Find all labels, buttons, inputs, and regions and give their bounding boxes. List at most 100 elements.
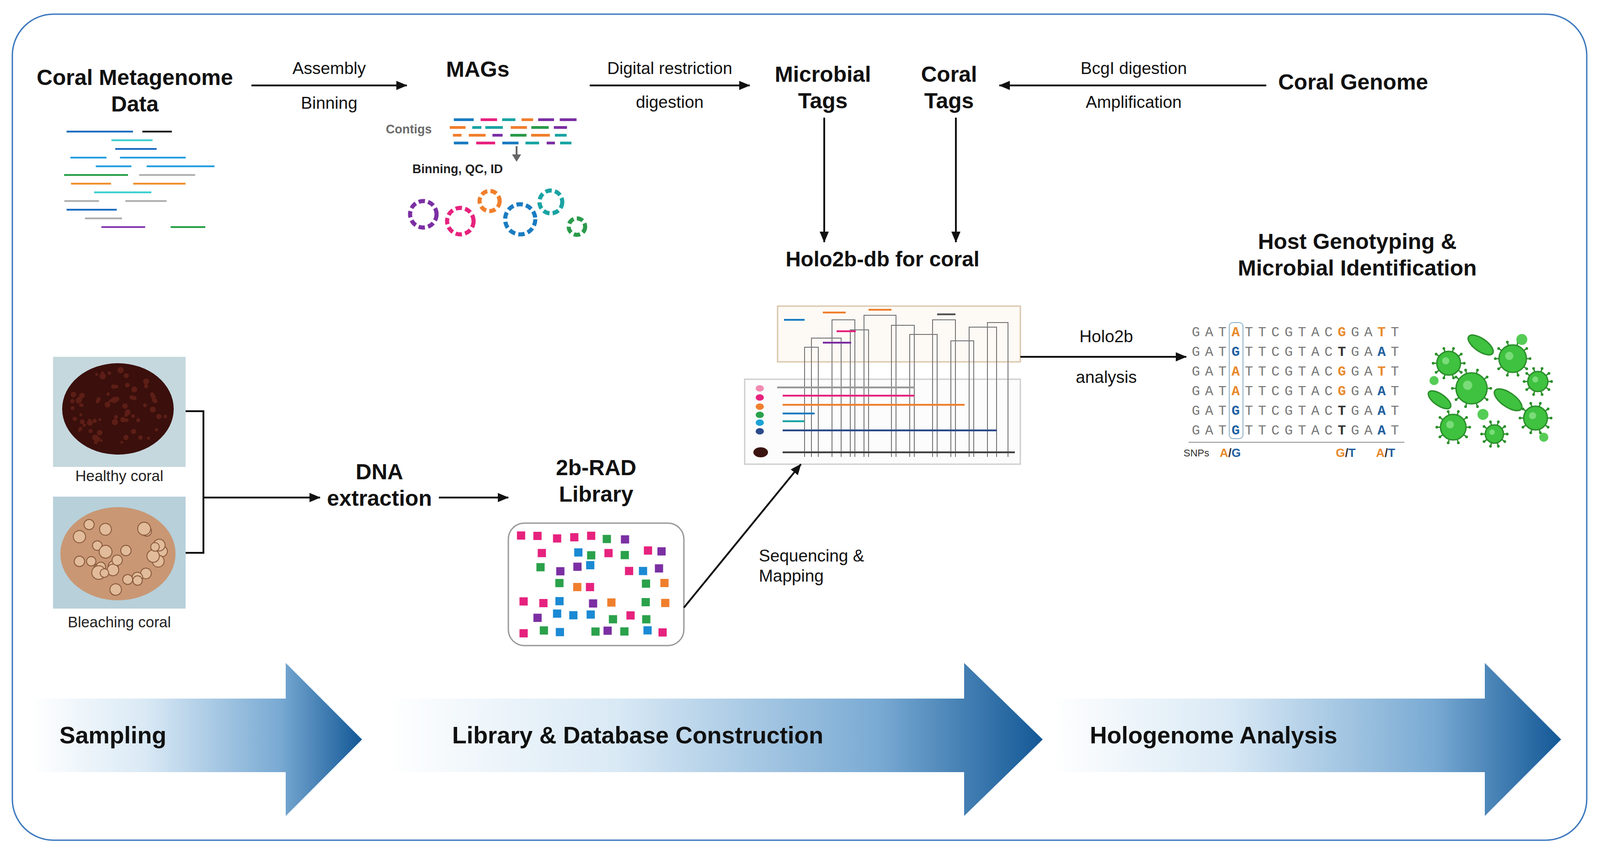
coral-texture [149, 406, 156, 413]
tag-square [661, 599, 670, 608]
base: A [1231, 325, 1245, 341]
coral-texture [111, 419, 118, 426]
mapped-tag [782, 451, 1015, 454]
microbe-spike-tip [1446, 441, 1450, 445]
microbe-spike-tip [1468, 426, 1472, 429]
flow-arrow [1020, 356, 1187, 358]
base: T [1297, 344, 1312, 361]
coral-texture [70, 406, 75, 411]
microbe-spike-tip [1521, 426, 1525, 429]
microbe-nucleus [1489, 429, 1495, 436]
microbe-spike-tip [1497, 367, 1500, 371]
tag-square [569, 611, 578, 620]
microbe-spike-tip [1450, 387, 1454, 390]
species-icon [755, 419, 764, 427]
source-label: Coral Metagenome Data [18, 60, 252, 121]
mapped-tag [782, 412, 815, 415]
microbe-spike-tip [1532, 367, 1536, 370]
node-title: MAGs [406, 56, 549, 83]
microbe-body [1523, 406, 1548, 431]
microbe-spike-tip [1549, 416, 1553, 420]
label-box: GATATTCGTACGGATT [1191, 324, 1404, 342]
contig [510, 133, 527, 137]
base: T [1218, 403, 1232, 420]
microbe [1465, 331, 1497, 359]
microbe-spike-tip [1438, 435, 1442, 439]
microbe-spike-tip [1528, 357, 1532, 361]
microbe-spike-tip [1521, 407, 1525, 411]
tag-label: Coral Tags [898, 57, 1000, 118]
base: A [1377, 423, 1391, 439]
microbe-cluster [1425, 331, 1553, 448]
node-title: 2b-RAD Library [536, 454, 656, 508]
bin-circle [479, 191, 500, 212]
bin-circle [505, 204, 536, 235]
read-segment [70, 182, 112, 185]
contig [546, 141, 555, 145]
base: T [1244, 384, 1259, 400]
base: T [1258, 384, 1272, 400]
microbe-body [1456, 373, 1488, 405]
microbe-spike-tip [1442, 376, 1446, 380]
coral-polyp [99, 545, 112, 559]
base: T [1337, 403, 1351, 420]
base: A [1311, 384, 1325, 400]
microbe-nucleus [1446, 421, 1455, 429]
coral-texture [123, 435, 129, 441]
microbe-spike-tip [1532, 393, 1536, 397]
stage-arrow: Sampling [30, 663, 363, 817]
microbe-spike-tip [1456, 410, 1460, 414]
coral-polyp [84, 519, 95, 530]
stage-arrow-fill [1050, 663, 1562, 817]
species-icon [755, 411, 764, 419]
microbe-body [1436, 351, 1461, 376]
base: C [1324, 325, 1338, 341]
microbe-rod [1490, 384, 1526, 416]
annotation: SNPs [1183, 447, 1210, 460]
microbe [1493, 341, 1532, 377]
microbe-spike-tip [1465, 435, 1468, 439]
bleached-coral-colony [60, 507, 176, 601]
tag-square [624, 567, 634, 576]
tag-square [517, 531, 526, 540]
microbe-spike-tip [1485, 375, 1489, 379]
microbe [1477, 409, 1489, 421]
coral-texture [130, 428, 136, 434]
coral-polyp [86, 556, 96, 567]
base: A [1311, 325, 1325, 341]
tag-square [539, 599, 548, 608]
coral-texture [96, 430, 103, 436]
database-panel: Holo2b-db for coral [744, 242, 1021, 465]
coral-texture [117, 367, 124, 374]
outer-frame [12, 14, 1587, 841]
contig [453, 133, 462, 137]
base: A [1364, 384, 1378, 400]
base: G [1284, 384, 1298, 400]
coral-polyp [74, 556, 85, 567]
microbe-spike-tip [1464, 405, 1467, 409]
base: G [1284, 423, 1298, 439]
base: A [1311, 423, 1325, 439]
tag-square [539, 626, 549, 635]
photo-caption: Healthy coral [75, 467, 164, 486]
label-box: A/T [1376, 446, 1396, 461]
read-segment [101, 226, 146, 229]
coral-texture [124, 413, 128, 417]
sequence-row: GATGTTCGTACTGAAT [1191, 344, 1404, 361]
contig [453, 141, 469, 145]
coral-texture [98, 418, 102, 422]
coral-texture [149, 392, 155, 397]
edge-label: Sequencing & Mapping [758, 546, 883, 587]
base: C [1324, 403, 1338, 420]
mapped-tag [782, 420, 805, 423]
sequence-row: GATGTTCGTACTGAAT [1191, 422, 1404, 440]
tag-square [643, 626, 652, 635]
base: C [1271, 325, 1285, 341]
tag-square [537, 549, 546, 558]
stage-name: Sampling [59, 721, 167, 750]
read-segment [111, 139, 153, 142]
coral-texture [88, 429, 93, 434]
microbe-spike-tip [1516, 373, 1520, 377]
coral-texture [123, 373, 129, 379]
snp-allele: A/G [1219, 446, 1241, 461]
